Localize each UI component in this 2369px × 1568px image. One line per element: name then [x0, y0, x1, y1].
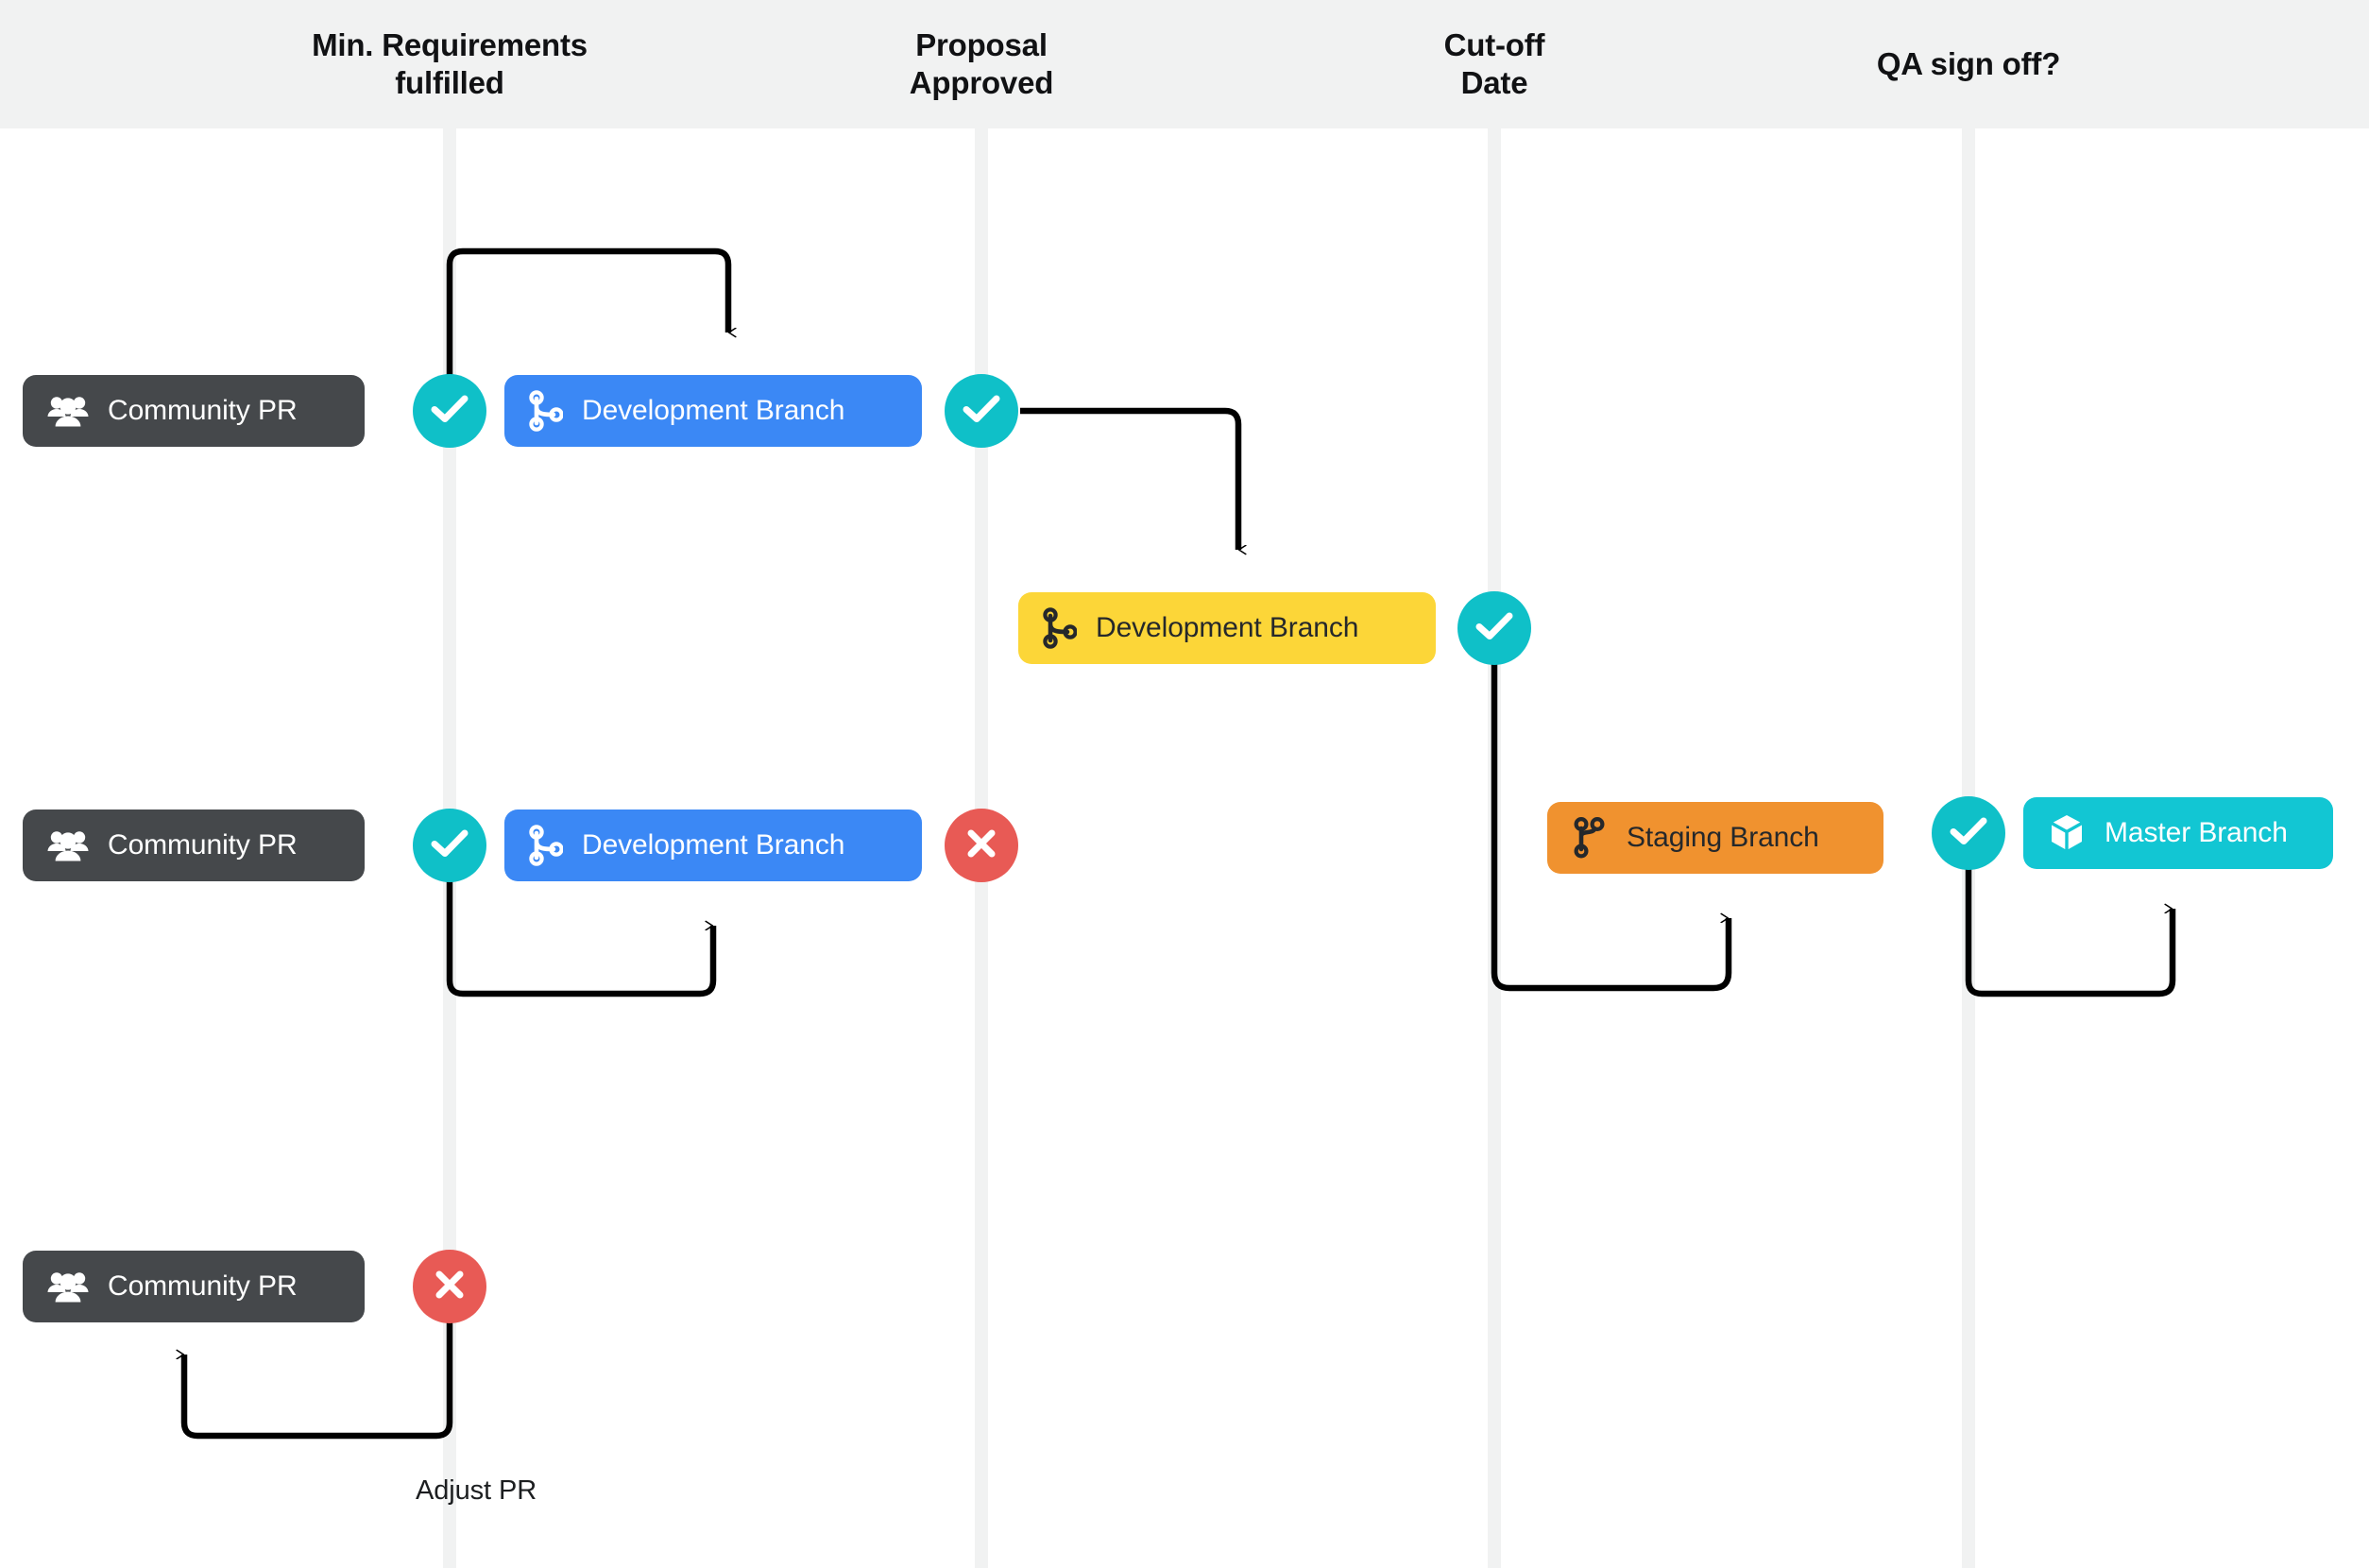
status-check-min-requirements-row1[interactable]	[413, 374, 486, 448]
column-header-line1: QA sign off?	[1876, 45, 2061, 81]
column-header-line1: Cut-off	[1443, 26, 1545, 62]
check-icon	[1950, 816, 1987, 851]
node-master-branch[interactable]: Master Branch	[2023, 797, 2333, 869]
node-development-branch-1[interactable]: Development Branch	[504, 375, 922, 447]
connector-minreq-loop-dev3	[446, 880, 717, 997]
gate-band-cut-off-date	[1488, 128, 1501, 1568]
column-header-line1: Proposal	[915, 26, 1048, 62]
check-icon	[431, 828, 469, 863]
node-label: Community PR	[108, 829, 298, 861]
column-header-qa-sign-off: QA sign off?	[1780, 0, 2157, 128]
people-icon	[47, 829, 89, 861]
node-community-pr-1[interactable]: Community PR	[23, 375, 365, 447]
column-header-line1: Min. Requirements	[312, 26, 588, 62]
edge-label-adjust-pr: Adjust PR	[416, 1475, 537, 1506]
git-branch-icon	[1043, 607, 1077, 649]
column-header-min-requirements: Min. Requirements fulfilled	[261, 0, 639, 128]
git-branch-icon	[529, 390, 563, 432]
connector-qa-to-master	[1965, 869, 2176, 997]
check-icon	[963, 394, 1000, 429]
connector-minreq-to-dev1	[446, 247, 728, 378]
node-label: Development Branch	[582, 395, 845, 426]
column-header-cut-off-date: Cut-off Date	[1305, 0, 1683, 128]
close-icon	[434, 1269, 466, 1305]
node-label: Staging Branch	[1627, 822, 1819, 853]
node-community-pr-2[interactable]: Community PR	[23, 810, 365, 881]
node-staging-branch[interactable]: Staging Branch	[1547, 802, 1883, 874]
node-label: Development Branch	[1096, 612, 1359, 643]
status-check-min-requirements-row2[interactable]	[413, 809, 486, 882]
close-icon	[965, 827, 997, 864]
connector-proposal-to-dev2	[1020, 407, 1238, 550]
status-check-qa-sign-off-master[interactable]	[1932, 796, 2005, 870]
check-icon	[1475, 611, 1513, 646]
people-icon	[47, 395, 89, 427]
status-cross-proposal-approved-row2[interactable]	[945, 809, 1018, 882]
node-label: Community PR	[108, 395, 298, 426]
check-icon	[431, 394, 469, 429]
status-cross-min-requirements-row3[interactable]	[413, 1250, 486, 1323]
connector-fail-adjust-pr	[184, 1321, 453, 1440]
people-icon	[47, 1270, 89, 1303]
column-header-line2: fulfilled	[395, 65, 504, 100]
node-label: Development Branch	[582, 829, 845, 861]
node-community-pr-3[interactable]: Community PR	[23, 1251, 365, 1322]
column-header-band	[0, 0, 2369, 128]
package-cube-icon	[2048, 812, 2086, 854]
status-check-proposal-approved-row1[interactable]	[945, 374, 1018, 448]
node-label: Community PR	[108, 1270, 298, 1302]
node-label: Master Branch	[2105, 817, 2288, 848]
git-branch-icon	[529, 825, 563, 866]
status-check-cut-off-date-dev2[interactable]	[1457, 591, 1531, 665]
column-header-proposal-approved: Proposal Approved	[793, 0, 1170, 128]
git-branch-up-icon	[1572, 817, 1608, 859]
node-development-branch-3[interactable]: Development Branch	[504, 810, 922, 881]
column-header-line2: Date	[1460, 65, 1528, 100]
column-header-line2: Approved	[909, 65, 1054, 100]
node-development-branch-2[interactable]: Development Branch	[1018, 592, 1436, 664]
